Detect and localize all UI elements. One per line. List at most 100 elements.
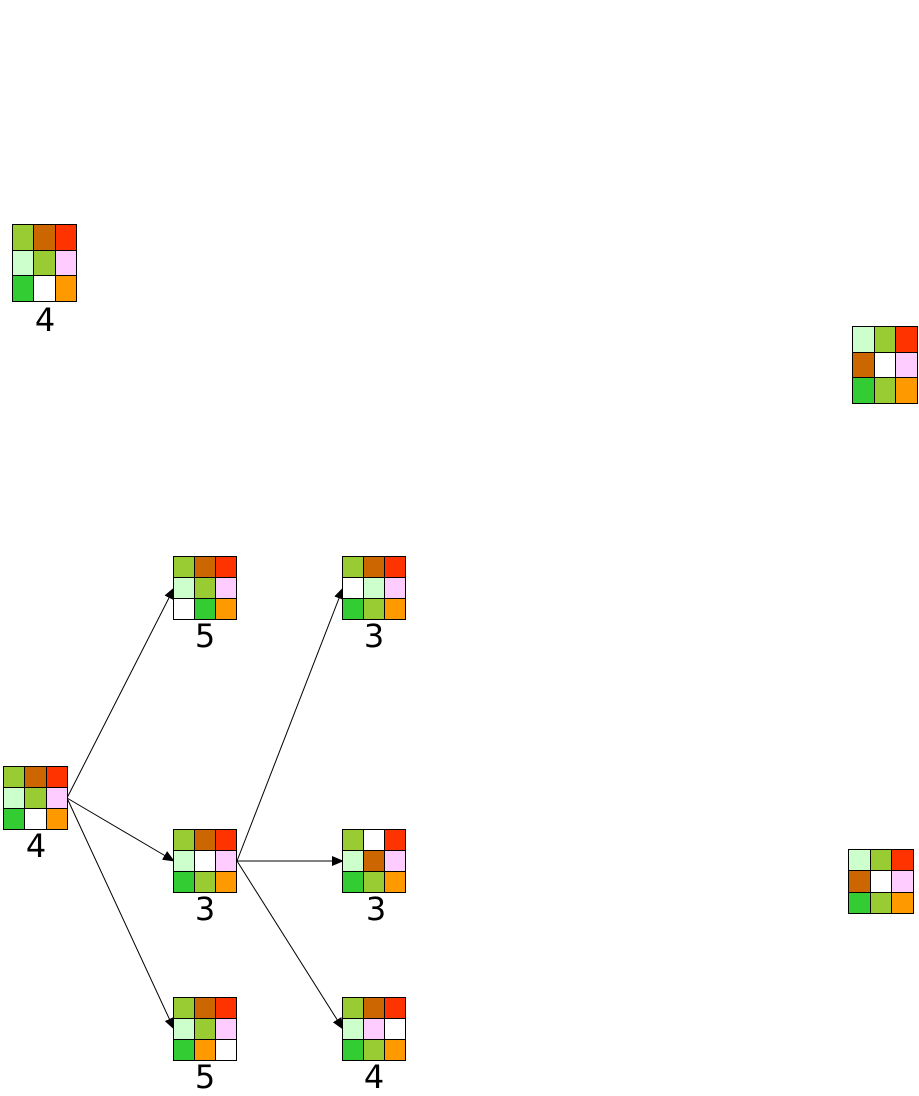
tile-green — [13, 276, 34, 301]
child-top-label: 5 — [194, 617, 216, 655]
child-mid-label: 3 — [194, 890, 216, 928]
tile-mint — [174, 578, 194, 598]
empty-tile — [216, 1040, 236, 1060]
tree-root-board — [3, 766, 68, 830]
tile-red — [55, 225, 76, 250]
tile-pink — [364, 1019, 384, 1039]
tile-orange — [216, 599, 236, 619]
tile-olive — [364, 872, 384, 892]
tile-olive — [174, 998, 194, 1018]
tile-red — [385, 557, 405, 577]
grandchild-mid-board — [342, 829, 406, 893]
tile-olive — [870, 892, 892, 913]
tile-green — [343, 872, 363, 892]
child-bot-board — [173, 997, 237, 1061]
tile-olive — [174, 557, 194, 577]
edge-child-mid-to-gc-bot — [236, 860, 344, 1030]
tile-red — [896, 327, 917, 352]
tile-mint — [4, 788, 25, 808]
tile-brown — [34, 225, 55, 250]
tile-mint — [364, 578, 384, 598]
tile-pink — [216, 851, 236, 871]
tile-brown — [195, 557, 215, 577]
tile-olive — [343, 557, 363, 577]
tile-pink — [892, 871, 913, 892]
tile-red — [216, 830, 236, 850]
tile-orange — [385, 599, 405, 619]
tile-olive — [195, 578, 215, 598]
tile-olive — [195, 872, 215, 892]
tile-olive — [195, 1019, 215, 1039]
tile-olive — [874, 327, 896, 352]
tile-green — [343, 599, 363, 619]
tile-red — [216, 557, 236, 577]
tile-olive — [25, 788, 46, 808]
tile-brown — [853, 352, 874, 378]
empty-tile — [870, 871, 892, 892]
empty-tile — [364, 830, 384, 850]
edge-root-to-child-mid — [66, 797, 175, 862]
tile-brown — [25, 767, 46, 787]
grandchild-bot-board — [342, 997, 406, 1061]
tile-green — [849, 892, 870, 913]
tile-olive — [870, 850, 892, 871]
tile-olive — [874, 378, 896, 403]
tile-orange — [216, 872, 236, 892]
grandchild-top-label: 3 — [363, 617, 385, 655]
tile-red — [385, 830, 405, 850]
tile-pink — [385, 578, 405, 598]
start-board-label: 4 — [34, 301, 56, 339]
tile-olive — [343, 998, 363, 1018]
tile-olive — [4, 767, 25, 787]
tile-orange — [385, 1040, 405, 1060]
tile-brown — [364, 557, 384, 577]
tile-brown — [364, 998, 384, 1018]
edge-root-to-child-top — [66, 587, 175, 799]
tile-red — [892, 850, 913, 871]
tile-brown — [849, 871, 870, 892]
tile-red — [385, 998, 405, 1018]
tile-orange — [55, 276, 76, 301]
tile-pink — [216, 578, 236, 598]
tile-pink — [216, 1019, 236, 1039]
tile-red — [46, 767, 67, 787]
grandchild-bot-label: 4 — [363, 1058, 385, 1096]
tile-orange — [892, 892, 913, 913]
goal-board — [852, 326, 918, 404]
empty-tile — [874, 352, 896, 378]
tile-green — [174, 872, 194, 892]
tile-olive — [364, 1040, 384, 1060]
tile-green — [195, 599, 215, 619]
tile-mint — [343, 1019, 363, 1039]
tile-green — [343, 1040, 363, 1060]
empty-tile — [385, 1019, 405, 1039]
tile-mint — [343, 851, 363, 871]
tile-green — [853, 378, 874, 403]
grandchild-top-board — [342, 556, 406, 620]
tile-pink — [385, 851, 405, 871]
goal-board-small — [848, 849, 914, 914]
tile-red — [216, 998, 236, 1018]
tile-mint — [13, 250, 34, 276]
tile-olive — [364, 599, 384, 619]
grandchild-mid-label: 3 — [365, 890, 387, 928]
tree-root-label: 4 — [25, 827, 47, 865]
tile-mint — [174, 1019, 194, 1039]
tile-brown — [195, 998, 215, 1018]
tile-green — [4, 809, 25, 829]
tile-olive — [343, 830, 363, 850]
tile-mint — [849, 850, 870, 871]
empty-tile — [343, 578, 363, 598]
tile-brown — [364, 851, 384, 871]
tile-green — [174, 1040, 194, 1060]
tile-olive — [34, 250, 55, 276]
tile-pink — [896, 352, 917, 378]
edge-child-mid-to-gc-top — [236, 587, 344, 862]
child-mid-board — [173, 829, 237, 893]
tile-olive — [13, 225, 34, 250]
tile-orange — [195, 1040, 215, 1060]
tile-orange — [46, 809, 67, 829]
tile-brown — [195, 830, 215, 850]
child-bot-label: 5 — [194, 1058, 216, 1096]
